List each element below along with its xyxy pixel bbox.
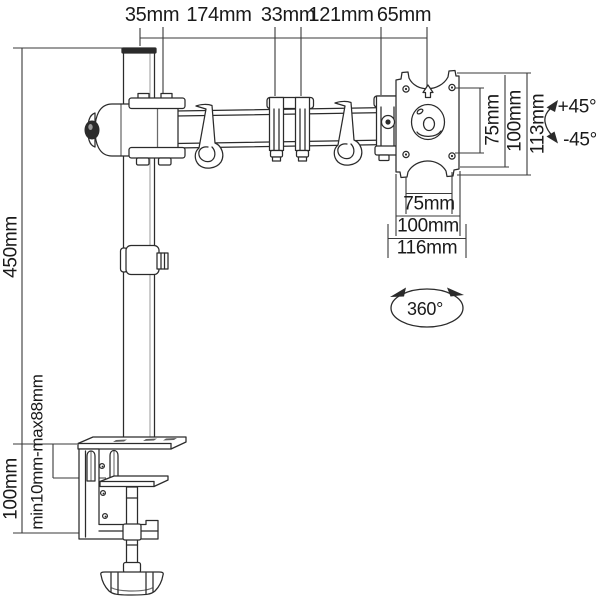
clamp-height-dim-label: 100mm (0, 458, 22, 520)
vesa-75-width-dim-label: 75mm (403, 193, 455, 215)
rotation-label: 360° (406, 299, 444, 319)
clamp-range-dim-label: min10mm-max88mm (27, 374, 47, 530)
tilt-up-arrow-icon (546, 100, 558, 112)
dimension-lines (13, 27, 428, 534)
cable-clip (194, 103, 224, 169)
plate-height-dim-label: 113mm (527, 93, 549, 155)
tilt-indicator (544, 100, 558, 144)
pole-clamp (84, 92, 186, 166)
pole-cap (121, 47, 157, 54)
rotation-indicator (390, 287, 464, 328)
desk-clamp (77, 436, 187, 596)
height-adjust-collar (119, 244, 169, 276)
arm-joint-dim-label: 33mm (260, 4, 316, 26)
vesa-bottom-dimensions (387, 171, 467, 258)
clamp-bracket (78, 448, 159, 540)
clamp-screw-knob (84, 120, 100, 140)
vesa-75-vertical-dim-label: 75mm (482, 94, 504, 146)
tilt-down-arrow-icon (546, 131, 558, 144)
tilt-down-label: -45° (563, 129, 597, 151)
arm-segment1-dim-label: 174mm (186, 4, 252, 26)
cable-clip (333, 100, 363, 166)
vesa-right-dimensions (455, 72, 531, 176)
arm-segment2-dim-label: 121mm (308, 4, 374, 26)
arm-offset-dim-label: 35mm (124, 4, 180, 26)
arm-joint-middle (266, 96, 315, 162)
rotate-right-arrow-icon (447, 287, 464, 297)
vesa-100-width-dim-label: 100mm (397, 215, 459, 237)
vesa-100-vertical-dim-label: 100mm (504, 90, 526, 152)
pole-height-dim-label: 450mm (0, 216, 22, 278)
plate-width-dim-label: 116mm (396, 237, 458, 259)
tilt-up-label: +45° (557, 96, 597, 118)
head-offset-dim-label: 65mm (376, 4, 432, 26)
vesa-plate (395, 69, 460, 179)
up-arrow-icon (422, 84, 434, 99)
rotate-left-arrow-icon (390, 287, 406, 297)
